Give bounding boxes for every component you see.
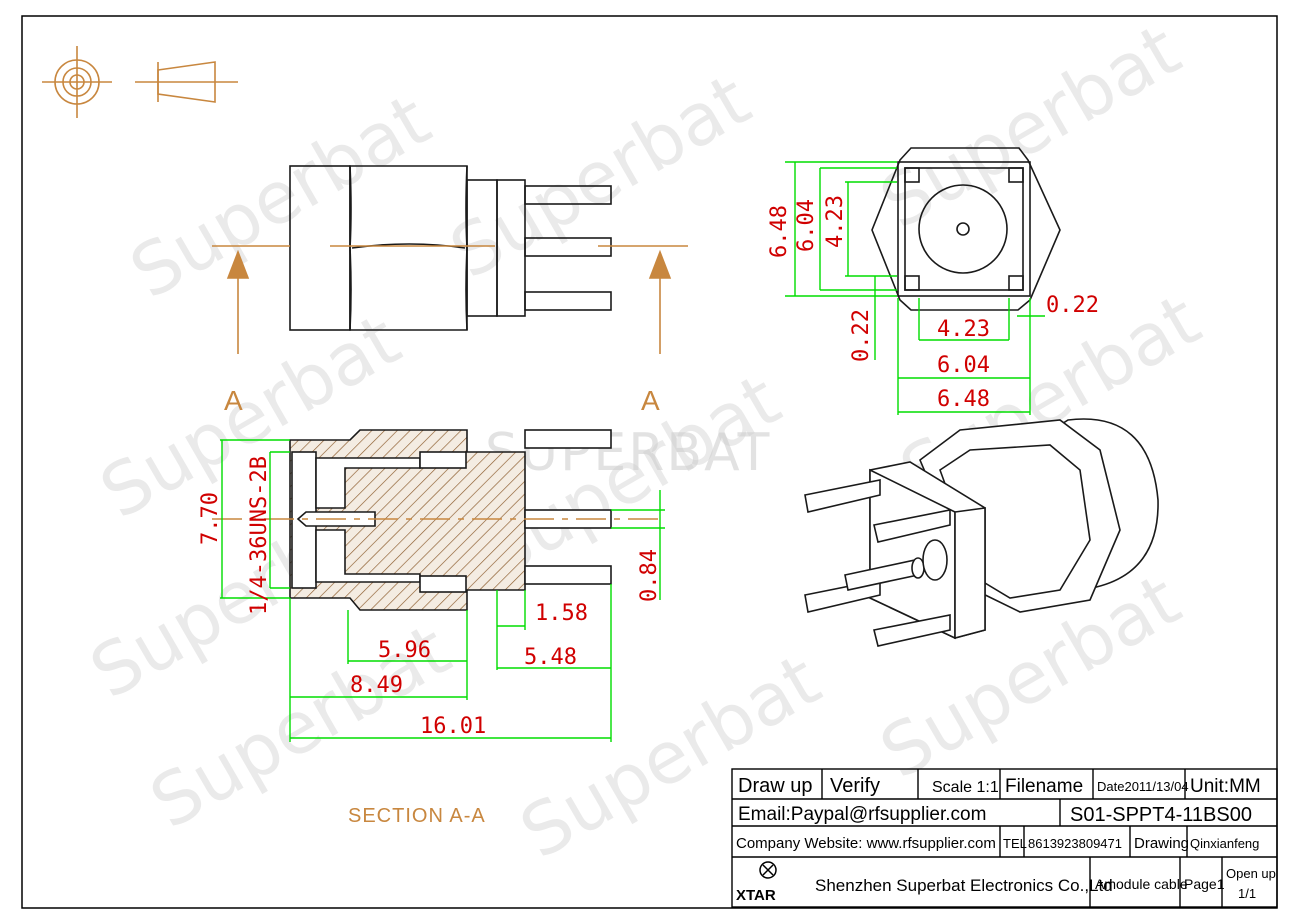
tb-page: Page1 (1184, 876, 1225, 892)
tb-company: Shenzhen Superbat Electronics Co.,Ltd (815, 876, 1113, 895)
tb-open-up-val: 1/1 (1238, 886, 1256, 901)
dim-849: 8.49 (350, 673, 403, 698)
section-arrow-right (648, 249, 672, 354)
dim-158: 1.58 (535, 601, 588, 626)
tb-tel-label: TEL (1003, 836, 1027, 851)
top-view-dimensions (785, 161, 1045, 415)
tb-email: Email:Paypal@rfsupplier.com (738, 804, 986, 825)
dim-thread: 1/4-36UNS-2B (247, 456, 272, 615)
title-block (731, 768, 1278, 908)
top-view (871, 147, 1061, 311)
dim-h-mid: 6.04 (794, 199, 819, 252)
tb-verify: Verify (830, 775, 880, 797)
dim-1601: 16.01 (420, 714, 486, 739)
svg-text:Superbat: Superbat (117, 77, 444, 314)
dim-pin: 0.84 (637, 549, 662, 602)
projection-symbol-icon (42, 46, 238, 118)
section-caption: SECTION A-A (348, 805, 486, 827)
section-view (212, 429, 660, 611)
section-arrow-left (226, 249, 250, 354)
sheet-border (21, 15, 1278, 909)
section-label-a-right: A (641, 385, 660, 416)
isometric-view (804, 418, 1159, 647)
tb-date: Date2011/13/04 (1097, 779, 1189, 794)
tb-open-up: Open up (1226, 866, 1276, 881)
dim-gap-left: 0.22 (849, 309, 874, 362)
dim-w-mid: 6.04 (937, 353, 990, 378)
tb-filename: Filename (1005, 776, 1083, 797)
tb-draw-up: Draw up (738, 775, 812, 797)
svg-text:Superbat: Superbat (437, 57, 764, 294)
tb-unit: Unit:MM (1190, 776, 1261, 797)
dim-h-inner: 4.23 (823, 195, 848, 248)
tb-tel: 8613923809471 (1028, 836, 1122, 851)
dim-548: 5.48 (524, 645, 577, 670)
xtar-logo-icon (759, 861, 777, 879)
section-dimensions (220, 439, 665, 742)
tb-logo-text: XTAR (736, 887, 776, 904)
dim-w-outer: 6.48 (937, 387, 990, 412)
tb-scale: Scale 1:1 (932, 779, 999, 796)
side-view (212, 165, 688, 331)
dim-596: 5.96 (378, 638, 431, 663)
section-label-a-left: A (224, 385, 243, 416)
dim-w-inner: 4.23 (937, 317, 990, 342)
dim-height: 7.70 (198, 492, 223, 545)
tb-website: Company Website: www.rfsupplier.com (736, 835, 996, 852)
tb-product: Amodule cable (1095, 876, 1188, 892)
tb-part-no: S01-SPPT4-11BS00 (1070, 804, 1252, 826)
tb-drawer: Qinxianfeng (1190, 836, 1259, 851)
dim-gap-right: 0.22 (1046, 293, 1099, 318)
tb-drawing: Drawing (1134, 835, 1189, 852)
dim-h-outer: 6.48 (767, 205, 792, 258)
